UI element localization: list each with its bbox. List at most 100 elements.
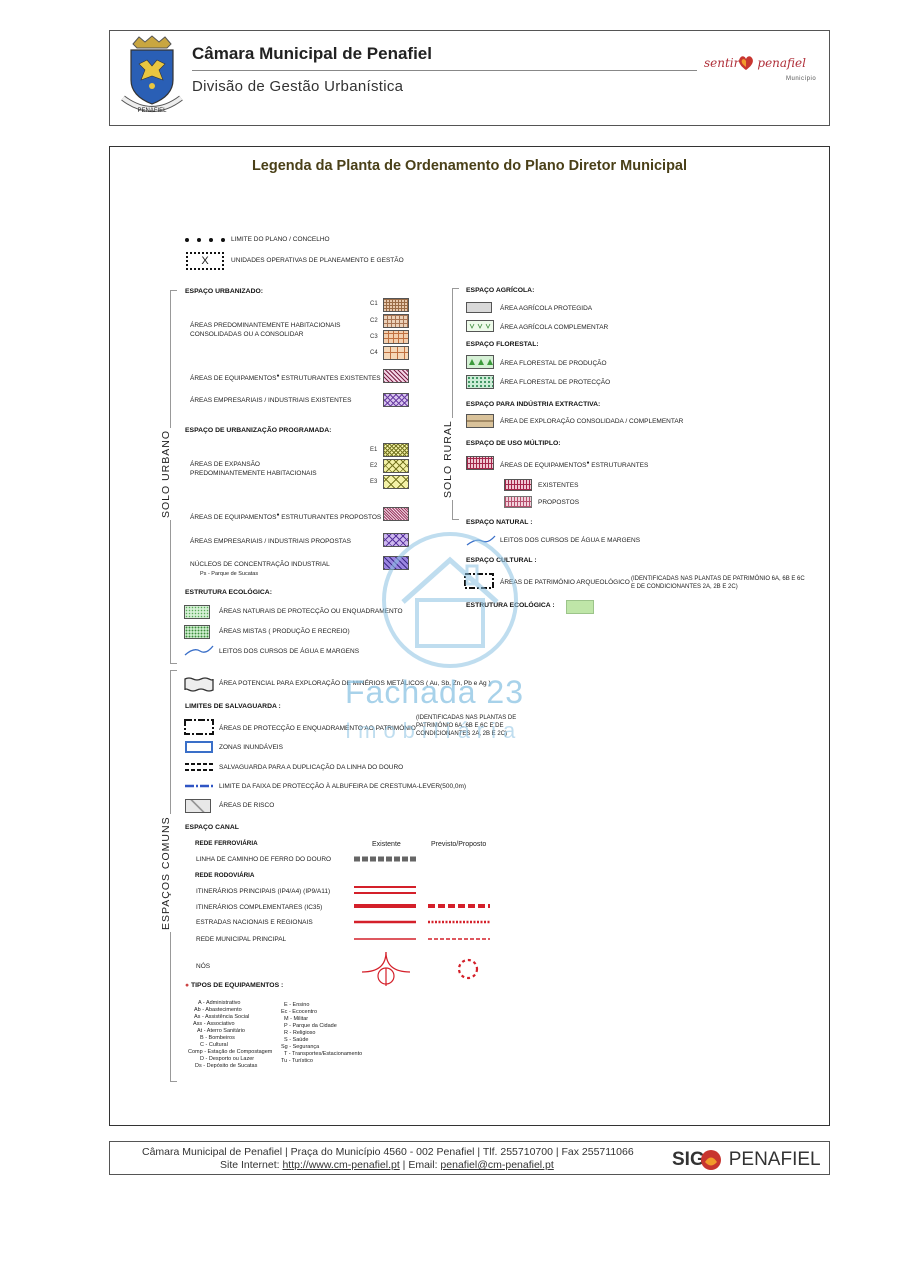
- tipo-item: P - Parque da Cidade: [284, 1023, 337, 1029]
- swatch-empresariais-existentes: [383, 393, 409, 407]
- footer-box: [109, 1141, 830, 1175]
- agricola-complementar-label: ÁREA AGRÍCOLA COMPLEMENTAR: [500, 324, 609, 331]
- naturais-label: ÁREAS NATURAIS DE PROTECÇÃO OU ENQUADRAM…: [219, 608, 403, 615]
- code-e3: E3: [370, 479, 378, 485]
- salvaguarda-heading: LIMITES DE SALVAGUARDA :: [185, 703, 281, 710]
- footer-contacts: Site Internet: http://www.cm-penafiel.pt…: [220, 1159, 554, 1171]
- swatch-c1: [383, 298, 409, 312]
- agricola-complementar-swatch: [466, 320, 494, 332]
- itin-complementares-label: ITINERÁRIOS COMPLEMENTARES (IC35): [196, 904, 323, 911]
- site-link[interactable]: http://www.cm-penafiel.pt: [282, 1159, 400, 1171]
- tipo-item: B - Bombeiros: [200, 1035, 235, 1041]
- mistas-label: ÁREAS MISTAS ( PRODUÇÃO E RECREIO): [219, 628, 350, 635]
- rural-estrutura-heading: ESTRUTURA ECOLÓGICA :: [466, 602, 555, 609]
- tipo-item: A - Administrativo: [198, 1000, 241, 1006]
- extractiva-label: ÁREA DE EXPLORAÇÃO CONSOLIDADA / COMPLEM…: [500, 418, 684, 425]
- tipo-item: R - Religioso: [284, 1030, 316, 1036]
- arqueologico-note-1: (IDENTIFICADAS NAS PLANTAS DE PATRIMÓNIO…: [631, 576, 805, 582]
- swatch-c3: [383, 330, 409, 344]
- tipo-item: T - Transportes/Estacionamento: [284, 1051, 363, 1057]
- swatch-mistas: [184, 625, 210, 639]
- itin-principais-label: ITINERÁRIOS PRINCIPAIS (IP4/A4) (IP9/A11…: [196, 888, 331, 895]
- municipal-road-existing-symbol: [354, 938, 416, 940]
- tipo-item: Sg - Segurança: [281, 1044, 320, 1050]
- florestal-heading: ESPAÇO FLORESTAL:: [466, 341, 539, 348]
- email-link[interactable]: penafiel@cm-penafiel.pt: [440, 1159, 554, 1171]
- multiplo-heading: ESPAÇO DE USO MÚLTIPLO:: [466, 440, 561, 447]
- inundaveis-label: ZONAS INUNDÁVEIS: [219, 744, 283, 751]
- logo-subtitle: Município: [786, 76, 817, 82]
- swatch-c4: [383, 346, 409, 360]
- tipo-item: Ab - Abastecimento: [194, 1007, 242, 1013]
- solo-urbano-label: SOLO URBANO: [160, 427, 172, 520]
- empresariais-propostas-label: ÁREAS EMPRESARIAIS / INDUSTRIAIS PROPOST…: [190, 538, 351, 545]
- empresariais-existentes-label: ÁREAS EMPRESARIAIS / INDUSTRIAIS EXISTEN…: [190, 397, 352, 404]
- minerios-label: ÁREA POTENCIAL PARA EXPLORAÇÃO DE MINÉRI…: [219, 680, 491, 687]
- multiplo-equip-label: ÁREAS DE EQUIPAMENTOS● ESTRUTURANTES: [500, 460, 649, 470]
- river-line-icon: [184, 645, 214, 656]
- en-road-existing-symbol: [354, 920, 416, 924]
- sig-penafiel-logo: SIG PENAFIEL: [672, 1149, 821, 1171]
- tipo-item: As - Assistência Social: [194, 1014, 250, 1020]
- tipo-item: D - Desporto ou Lazer: [200, 1056, 255, 1062]
- arqueologico-note-2: E DE CONDICIONANTES 2A, 2B E 2C): [631, 584, 738, 590]
- natural-heading: ESPAÇO NATURAL :: [466, 519, 533, 526]
- multiplo-propostos-label: PROPOSTOS: [538, 499, 580, 506]
- programada-heading: ESPAÇO DE URBANIZAÇÃO PROGRAMADA:: [185, 427, 332, 434]
- sig-logo-right: PENAFIEL: [728, 1149, 821, 1170]
- tipo-item: Ds - Depósito de Sucatas: [195, 1063, 258, 1069]
- patrimonio-label: ÁREAS DE PROTECÇÃO E ENQUADRAMENTO AO PA…: [219, 725, 416, 732]
- node-existing-icon: [361, 951, 411, 986]
- extractiva-heading: ESPAÇO PARA INDÚSTRIA EXTRACTIVA:: [466, 401, 601, 408]
- swatch-multiplo-propostos: [504, 496, 532, 508]
- code-c4: C4: [370, 350, 378, 356]
- col-existente: Existente: [372, 841, 401, 848]
- tipos-list-left: A - Administrativo Ab - Abastecimento As…: [188, 1000, 272, 1070]
- sig-logo-left: SIG: [672, 1149, 705, 1170]
- equip-existentes-label: ÁREAS DE EQUIPAMENTOS● ESTRUTURANTES EXI…: [190, 373, 381, 383]
- legend-title: Legenda da Planta de Ordenamento do Plan…: [251, 158, 688, 174]
- uop-symbol: X: [186, 252, 224, 270]
- swatch-equip-propostos: [383, 507, 409, 521]
- swatch-c2: [383, 314, 409, 328]
- dotted-boundary-icon: [185, 238, 225, 242]
- swatch-agricola-protegida: [466, 302, 492, 313]
- railway-symbol: [354, 856, 416, 862]
- tipos-list-right: E - Ensino Ec - Ecocentro M - Militar P …: [281, 1002, 362, 1065]
- swatch-risco: [185, 799, 211, 813]
- expansao-label-2: PREDOMINANTEMENTE HABITACIONAIS: [190, 470, 317, 477]
- site-prefix: Site Internet:: [220, 1159, 283, 1171]
- code-c1: C1: [370, 301, 378, 307]
- watermark-text: Fachada 23: [345, 674, 525, 710]
- swatch-e2: [383, 459, 409, 473]
- ic-road-proposed-symbol: [428, 904, 490, 908]
- swatch-naturais: [184, 605, 210, 619]
- expansao-label-1: ÁREAS DE EXPANSÃO: [190, 461, 260, 468]
- sig-heart-icon: [701, 1150, 721, 1170]
- header-box: [109, 30, 830, 126]
- footer-address: Câmara Municipal de Penafiel | Praça do …: [142, 1146, 634, 1158]
- extractiva-swatch: [466, 414, 494, 428]
- swatch-e3: [383, 475, 409, 489]
- watermark-house-icon: [382, 532, 518, 668]
- col-previsto: Previsto/Proposto: [431, 841, 487, 848]
- arqueologico-label: ÁREAS DE PATRIMÓNIO ARQUEOLÓGICO: [500, 579, 630, 586]
- agricola-heading: ESPAÇO AGRÍCOLA:: [466, 287, 535, 294]
- tipo-item: Tu - Turístico: [281, 1058, 313, 1064]
- code-c3: C3: [370, 334, 378, 340]
- organization-name: Câmara Municipal de Penafiel: [192, 44, 432, 63]
- caminho-ferro-label: LINHA DE CAMINHO DE FERRO DO DOURO: [196, 856, 332, 863]
- header-divider: [192, 70, 697, 71]
- ip-road-symbol: [354, 886, 416, 894]
- division-name: Divisão de Gestão Urbanística: [192, 78, 404, 95]
- logo-word-right: penafiel: [757, 56, 806, 70]
- estradas-label: ESTRADAS NACIONAIS E REGIONAIS: [196, 919, 313, 926]
- douro-label: SALVAGUARDA PARA A DUPLICAÇÃO DA LINHA D…: [219, 764, 404, 771]
- tipo-item: At - Aterro Sanitário: [197, 1028, 245, 1034]
- habitacionais-label-2: CONSOLIDADAS OU A CONSOLIDAR: [190, 331, 304, 338]
- agricola-protegida-label: ÁREA AGRÍCOLA PROTEGIDA: [500, 305, 593, 312]
- florestal-producao-swatch: [466, 355, 494, 369]
- watermark-subtext: Imobiliária: [345, 718, 523, 743]
- urbanizado-heading: ESPAÇO URBANIZADO:: [185, 288, 264, 295]
